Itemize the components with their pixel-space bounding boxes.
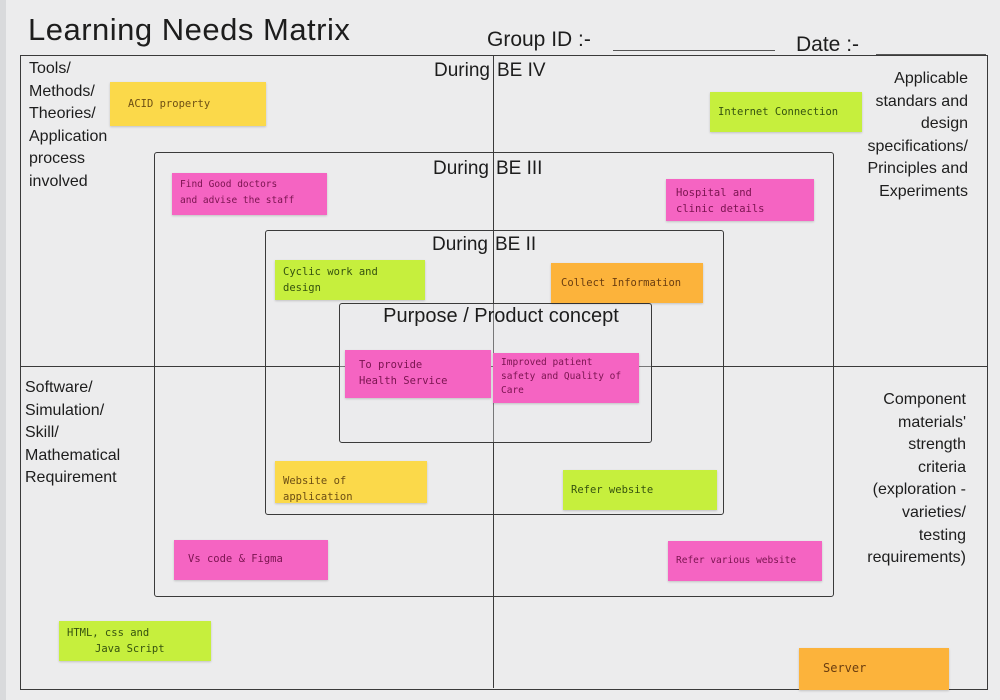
outer-frame bbox=[20, 55, 988, 690]
sticky-note-cyclic-work: Cyclic work and design bbox=[275, 260, 425, 300]
sticky-note-html-css-js: HTML, css and Java Script bbox=[59, 621, 211, 661]
group-id-label: Group ID :- bbox=[487, 28, 591, 51]
sticky-note-patient-safety: Improved patient safety and Quality of C… bbox=[493, 353, 639, 403]
group-id-blank bbox=[613, 50, 775, 51]
tools-methods-label: Tools/ Methods/ Theories/ Application pr… bbox=[29, 60, 108, 190]
purpose-concept-label: Purpose / Product concept bbox=[383, 305, 619, 327]
sticky-note-vscode-figma: Vs code & Figma bbox=[174, 540, 328, 580]
sticky-note-refer-website: Refer website bbox=[563, 470, 717, 510]
sticky-note-collect-information: Collect Information bbox=[551, 263, 703, 303]
sticky-note-server: Server bbox=[799, 648, 949, 690]
sticky-note-health-service: To provide Health Service bbox=[345, 350, 491, 398]
sticky-note-internet-connection: Internet Connection bbox=[710, 92, 862, 132]
sticky-note-acid-property: ACID property bbox=[110, 82, 266, 126]
sticky-note-find-doctors: Find Good doctors and advise the staff bbox=[172, 173, 327, 215]
matrix-sheet: Learning Needs Matrix Group ID :- Date :… bbox=[6, 0, 1000, 700]
applicable-standards-label: Applicable standars and design specifica… bbox=[867, 70, 969, 200]
be2-frame bbox=[265, 230, 724, 515]
date-blank bbox=[876, 54, 986, 55]
date-label: Date :- bbox=[796, 33, 860, 56]
software-skill-label: Software/ Simulation/ Skill/ Mathematica… bbox=[25, 379, 121, 487]
sticky-note-website-application: Website of application bbox=[275, 461, 427, 503]
page-title: Learning Needs Matrix bbox=[28, 12, 351, 47]
sticky-note-refer-various: Refer various website bbox=[668, 541, 822, 581]
be3-frame bbox=[154, 152, 834, 597]
component-materials-label: Component materials' strength criteria (… bbox=[867, 391, 966, 567]
sticky-note-hospital-details: Hospital and clinic details bbox=[666, 179, 814, 221]
